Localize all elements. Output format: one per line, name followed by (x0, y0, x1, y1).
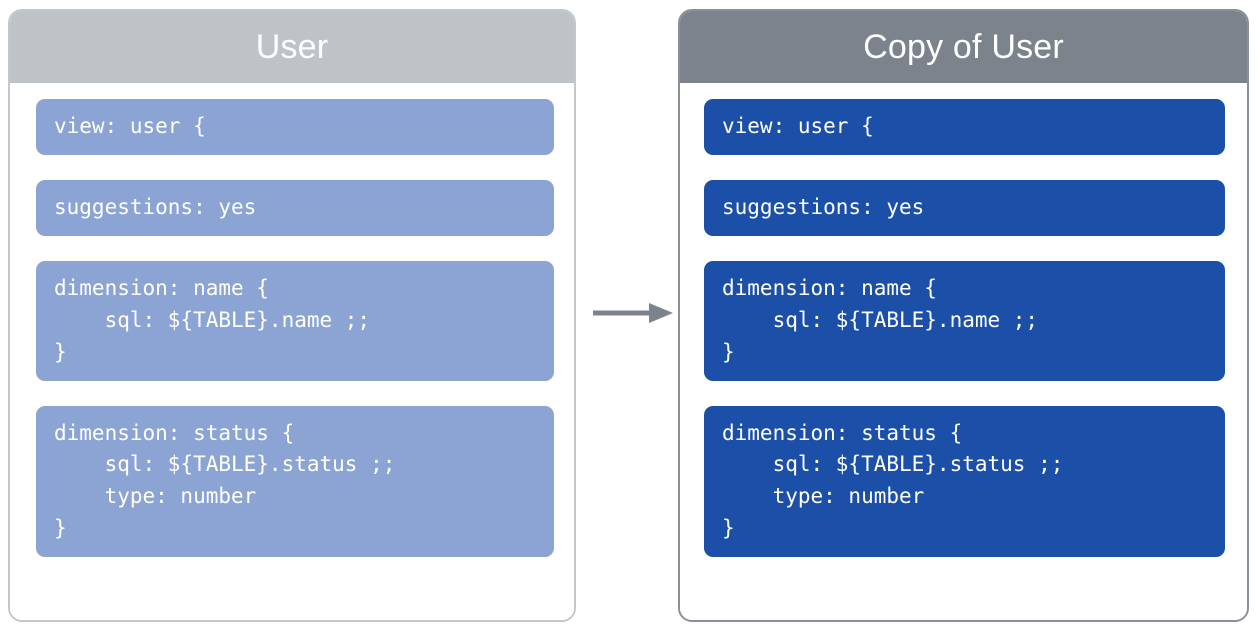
code-block-dimension-name[interactable]: dimension: name { sql: ${TABLE}.name ;; … (704, 260, 1225, 381)
code-block-view-declaration[interactable]: view: user { (704, 99, 1225, 155)
code-block-suggestions-setting[interactable]: suggestions: yes (704, 179, 1225, 236)
panel-copy-body: view: user { suggestions: yes dimension:… (680, 83, 1247, 620)
panel-source-body: view: user { suggestions: yes dimension:… (10, 83, 574, 620)
arrow-right-icon (591, 300, 675, 326)
code-block-dimension-status[interactable]: dimension: status { sql: ${TABLE}.status… (36, 405, 554, 558)
panel-copy-view: Copy of User view: user { suggestions: y… (678, 9, 1249, 622)
code-block-view-declaration[interactable]: view: user { (36, 99, 554, 155)
code-block-dimension-status[interactable]: dimension: status { sql: ${TABLE}.status… (704, 405, 1225, 558)
code-block-dimension-name[interactable]: dimension: name { sql: ${TABLE}.name ;; … (36, 260, 554, 381)
panel-copy-title: Copy of User (680, 11, 1247, 83)
panel-source-view: User view: user { suggestions: yes dimen… (8, 9, 576, 622)
panel-source-title: User (10, 11, 574, 83)
code-block-suggestions-setting[interactable]: suggestions: yes (36, 179, 554, 236)
